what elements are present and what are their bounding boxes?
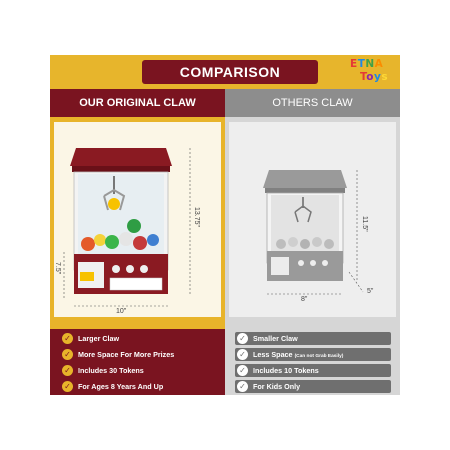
check-icon: ✓ <box>237 349 248 360</box>
brand-logo: ETNA Toys <box>350 58 396 88</box>
feature-smaller-claw: ✓ Smaller Claw <box>235 332 391 345</box>
check-icon: ✓ <box>237 333 248 344</box>
others-claw-machine-image: 11.5" 8" 5" <box>229 122 396 317</box>
feature-kids-only: ✓ For Kids Only <box>235 380 391 393</box>
logo-letter-t2: T <box>360 71 367 83</box>
logo-letter-n: N <box>365 58 375 70</box>
logo-letter-o: o <box>366 71 374 83</box>
feature-label: More Space For More Prizes <box>78 350 175 359</box>
our-claw-header: OUR ORIGINAL CLAW <box>50 89 225 117</box>
others-claw-depth-label: 5" <box>367 288 374 295</box>
feature-larger-claw: ✓ Larger Claw <box>60 332 216 345</box>
feature-label: Larger Claw <box>78 334 120 343</box>
logo-letter-e: E <box>350 58 358 70</box>
logo-letter-y: y <box>374 71 382 83</box>
logo-letter-s: s <box>381 71 389 83</box>
feature-note: (Can not Grab Easily) <box>294 354 344 359</box>
feature-less-space: ✓ Less Space (Can not Grab Easily) <box>235 348 391 361</box>
others-claw-features: ✓ Smaller Claw ✓ Less Space (Can not Gra… <box>225 329 400 395</box>
feature-label: Includes 30 Tokens <box>78 366 144 375</box>
our-claw-features: ✓ Larger Claw ✓ More Space For More Priz… <box>50 329 225 395</box>
check-icon: ✓ <box>62 365 73 376</box>
our-claw-machine-image: 13.75" 10" 7.5" <box>54 122 221 317</box>
check-icon: ✓ <box>62 381 73 392</box>
page-title: COMPARISON <box>142 60 318 84</box>
feature-10-tokens: ✓ Includes 10 Tokens <box>235 364 391 377</box>
logo-letter-t: T <box>357 58 366 70</box>
feature-ages-8-up: ✓ For Ages 8 Years And Up <box>60 380 216 393</box>
feature-label: Includes 10 Tokens <box>253 366 319 375</box>
check-icon: ✓ <box>237 365 248 376</box>
feature-label: Smaller Claw <box>253 334 298 343</box>
feature-more-space: ✓ More Space For More Prizes <box>60 348 216 361</box>
feature-label: For Ages 8 Years And Up <box>78 382 164 391</box>
claw-machine-red-icon <box>63 148 191 307</box>
others-claw-height-label: 11.5" <box>361 216 368 232</box>
our-claw-height-label: 13.75" <box>193 207 200 228</box>
others-claw-column: OTHERS CLAW <box>225 89 400 395</box>
comparison-graphic: COMPARISON ETNA Toys OUR ORIGINAL CLAW <box>50 55 400 395</box>
logo-letter-a: A <box>374 58 384 70</box>
others-claw-header: OTHERS CLAW <box>225 89 400 117</box>
logo-line-2: Toys <box>350 71 396 84</box>
feature-30-tokens: ✓ Includes 30 Tokens <box>60 364 216 377</box>
others-claw-width-label: 8" <box>301 296 308 303</box>
feature-label: Less Space <box>253 350 293 359</box>
logo-line-1: ETNA <box>350 58 396 71</box>
feature-label: For Kids Only <box>253 382 301 391</box>
check-icon: ✓ <box>237 381 248 392</box>
our-claw-column: OUR ORIGINAL CLAW <box>50 89 225 395</box>
our-claw-depth-label: 7.5" <box>54 262 61 275</box>
check-icon: ✓ <box>62 333 73 344</box>
title-band: COMPARISON ETNA Toys <box>50 55 400 89</box>
check-icon: ✓ <box>62 349 73 360</box>
claw-machine-grey-icon <box>263 170 364 295</box>
our-claw-width-label: 10" <box>116 308 127 315</box>
